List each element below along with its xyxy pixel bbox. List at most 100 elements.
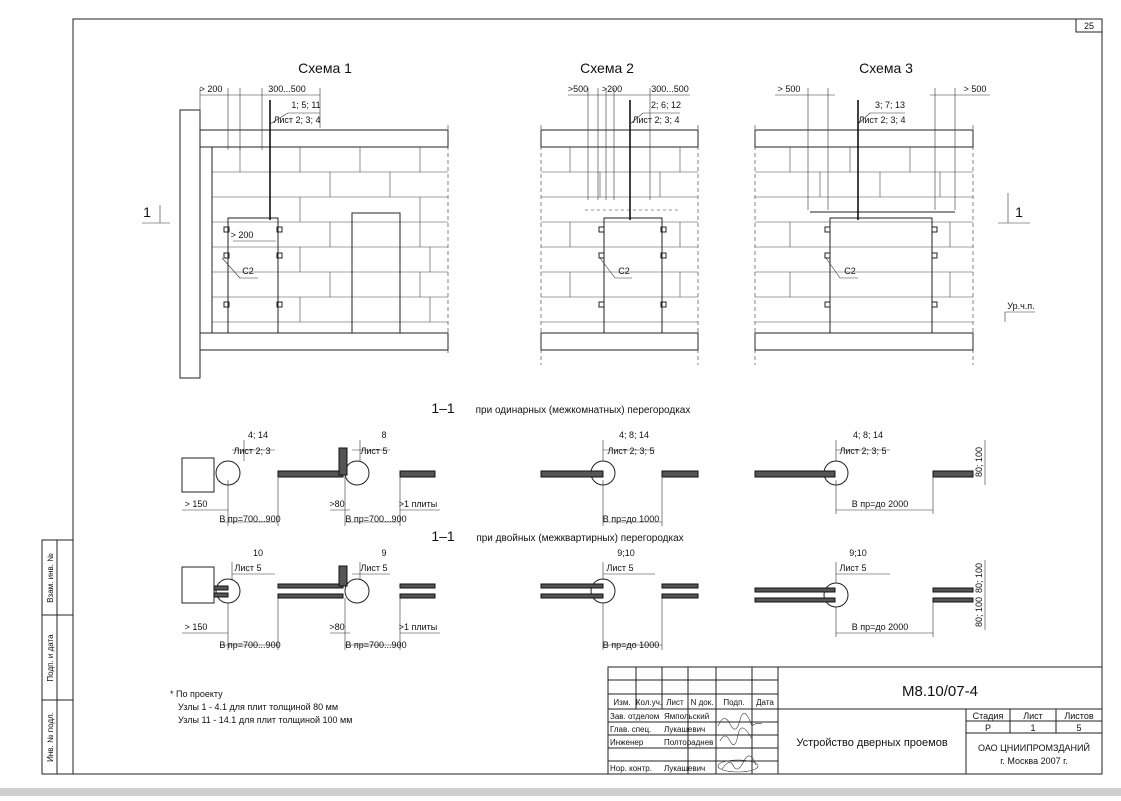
section-1-callout-1-sheet: Лист 2; 3 [233, 446, 270, 456]
page-number: 25 [1084, 21, 1094, 31]
section-1-dim-5: >1 плиты [399, 499, 438, 509]
col-doc: N док. [691, 698, 714, 707]
section-1-dim-7: В пр=до 2000 [852, 499, 908, 509]
scheme-1-inner-dim: > 200 [231, 230, 254, 240]
role-4: Нор. контр. [610, 764, 652, 773]
section-2-callout-2-sheet: Лист 5 [360, 563, 387, 573]
section-2-dim-6: В пр=до 1000 [603, 640, 659, 650]
scheme-3: Схема 3 > 50 [754, 60, 1035, 365]
scheme-2-dim-a: >500 [568, 84, 588, 94]
scheme-3-dim-b: > 500 [964, 84, 987, 94]
section-single: 1–1 при одинарных (межкомнатных) перегор… [181, 400, 986, 526]
scheme-1-nodes: 1; 5; 11 [291, 100, 320, 110]
col-sign: Подп. [723, 698, 744, 707]
stamp-inv-orig: Инв. № подл. [46, 712, 55, 762]
role-2: Глав. спец. [610, 725, 651, 734]
scheme-1: Схема 1 [142, 60, 449, 379]
door-opening-wide [829, 217, 933, 334]
section-2-dim-8: 80; 100 [974, 563, 984, 593]
stamp-sign-date: Подп. и дата [46, 634, 55, 682]
section-mark-left: 1 [143, 204, 151, 220]
section-1-caption: при одинарных (межкомнатных) перегородка… [476, 405, 691, 416]
section-2-dim-1: > 150 [185, 622, 208, 632]
section-2-dim-9: 80; 100 [974, 597, 984, 627]
section-double: 1–1 при двойных (межквартирных) перегоро… [181, 528, 986, 650]
note-title: * По проекту [170, 689, 223, 699]
scheme-3-connector: С2 [844, 266, 856, 276]
anchor-marks [223, 226, 283, 308]
scheme-1-connector: С2 [242, 266, 254, 276]
section-2-dim-4: В пр=700...900 [345, 640, 406, 650]
door-opening-2 [351, 212, 401, 334]
section-1-dim-8: 80; 100 [974, 447, 984, 477]
section-1-callout-3-sheet: Лист 2; 3; 5 [607, 446, 654, 456]
role-1: Зав. отделом [610, 712, 659, 721]
organization: ОАО ЦНИИПРОМЗДАНИЙ [978, 742, 1090, 753]
scheme-2-connector: С2 [618, 266, 630, 276]
name-3: Полтораднев [664, 738, 713, 747]
section-1-dim-4: В пр=700...900 [345, 514, 406, 524]
sheets-header: Листов [1064, 711, 1093, 721]
page-number-box [1075, 18, 1103, 33]
scheme-3-dim-a: > 500 [778, 84, 801, 94]
section-2-caption: при двойных (межквартирных) перегородках [476, 533, 683, 544]
scheme-2-dim-b: >200 [602, 84, 622, 94]
section-1-dim-2: В пр=700...900 [219, 514, 280, 524]
stage-value: Р [985, 723, 991, 733]
scheme-2-title: Схема 2 [580, 60, 634, 76]
note-line-2: Узлы 11 - 14.1 для плит толщиной 100 мм [178, 715, 352, 725]
scheme-1-title: Схема 1 [298, 60, 352, 76]
block-courses [212, 147, 448, 323]
section-1-dim-6: В пр=до 1000 [603, 514, 659, 524]
top-slab [754, 129, 974, 148]
col-rev: Изм. [613, 698, 630, 707]
section-2-callout-3-sheet: Лист 5 [606, 563, 633, 573]
top-slab [540, 129, 699, 148]
top-slab [199, 129, 449, 148]
col-sheet: Лист [666, 698, 684, 707]
side-stamp: Взам. инв. № Подп. и дата Инв. № подл. [41, 539, 74, 775]
drawing-title: Устройство дверных проемов [796, 737, 948, 749]
bottom-slab [540, 332, 699, 351]
floor-level-label: Ур.ч.п. [1007, 301, 1034, 311]
section-2-callout-2-node: 9 [381, 548, 386, 558]
scheme-1-dim-a: > 200 [200, 84, 223, 94]
door-opening-1 [227, 217, 279, 334]
scheme-2-nodes: 2; 6; 12 [651, 100, 681, 110]
drawing-frame [72, 18, 1103, 775]
col-qty: Кол.уч. [636, 698, 662, 707]
signatures [717, 713, 763, 773]
scheme-2: Схема 2 >500 >2 [540, 60, 699, 365]
name-2: Лукашевич [664, 725, 705, 734]
wall-hatch [179, 109, 201, 379]
section-2-callout-1-node: 10 [253, 548, 263, 558]
door-opening [603, 217, 663, 334]
section-2-callout-1-sheet: Лист 5 [234, 563, 261, 573]
scheme-1-dim-b: 300...500 [268, 84, 306, 94]
section-2-callout-3-node: 9;10 [617, 548, 635, 558]
stage-header: Стадия [973, 711, 1004, 721]
section-2-dim-3: >80 [329, 622, 344, 632]
scheme-2-dim-c: 300...500 [651, 84, 689, 94]
section-1-mark: 1–1 [431, 400, 455, 416]
drawing-code: М8.10/07-4 [902, 683, 978, 700]
name-1: Ямпольский [664, 712, 709, 721]
section-1-dim-3: >80 [329, 499, 344, 509]
bottom-slab [199, 332, 449, 351]
note-line-1: Узлы 1 - 4.1 для плит толщиной 80 мм [178, 702, 338, 712]
section-2-callout-4-sheet: Лист 5 [839, 563, 866, 573]
section-1-callout-4-sheet: Лист 2; 3; 5 [839, 446, 886, 456]
scheme-1-sheet-ref: Лист 2; 3; 4 [273, 115, 320, 125]
name-4: Лукашевич [664, 764, 705, 773]
section-2-callout-4-node: 9;10 [849, 548, 867, 558]
section-1-callout-4-node: 4; 8; 14 [853, 430, 883, 440]
section-mark-right: 1 [1015, 204, 1023, 220]
scheme-3-sheet-ref: Лист 2; 3; 4 [858, 115, 905, 125]
scheme-2-sheet-ref: Лист 2; 3; 4 [632, 115, 679, 125]
role-3: Инженер [610, 738, 644, 747]
section-2-dim-7: В пр=до 2000 [852, 622, 908, 632]
section-2-mark: 1–1 [431, 528, 455, 544]
section-1-dim-1: > 150 [185, 499, 208, 509]
